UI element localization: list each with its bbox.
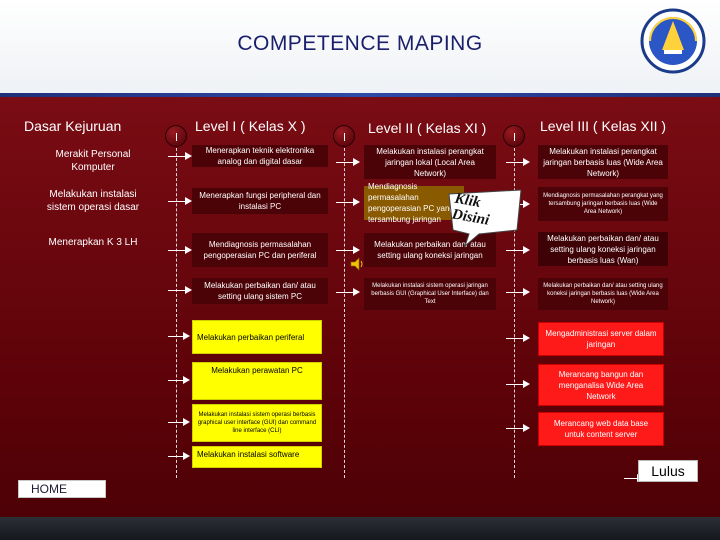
- level1-box-4: Melakukan perbaikan dan/ atau setting ul…: [192, 278, 328, 304]
- level1-box-3: Mendiagnosis permasalahan pengoperasian …: [192, 233, 328, 267]
- header-separator: [0, 93, 720, 97]
- level1-box-2: Menerapkan fungsi peripheral dan instala…: [192, 188, 328, 214]
- level3-box-5: Mengadministrasi server dalam jaringan: [538, 322, 664, 356]
- arrow-connector: [506, 334, 530, 342]
- column-header-level3: Level III ( Kelas XII ): [540, 118, 667, 134]
- column-header-dasar: Dasar Kejuruan: [24, 118, 122, 134]
- arrow-connector: [506, 288, 530, 296]
- level1-circle-icon: [165, 125, 187, 147]
- arrow-connector: [336, 158, 360, 166]
- footer-band: [0, 517, 720, 540]
- level1-box-1: Menerapkan teknik elektronika analog dan…: [192, 145, 328, 167]
- timeline-line-level3: [514, 148, 515, 478]
- klik-disini-button[interactable]: Klik Disini: [445, 186, 525, 248]
- lulus-label: Lulus: [638, 460, 698, 482]
- arrow-connector: [168, 197, 192, 205]
- arrow-connector: [506, 380, 530, 388]
- logo-emblem-icon: [636, 6, 710, 76]
- column-header-level2: Level II ( Kelas XI ): [368, 120, 487, 136]
- level1-box-5: Melakukan perbaikan periferal: [192, 320, 322, 354]
- timeline-line-level2: [344, 148, 345, 478]
- arrow-connector: [168, 286, 192, 294]
- arrow-connector: [168, 418, 190, 426]
- level2-box-2: Mendiagnosis permasalahan pengoperasian …: [364, 182, 464, 224]
- arrow-connector: [168, 152, 192, 160]
- level3-box-7: Merancang web data base untuk content se…: [538, 412, 664, 446]
- arrow-connector: [168, 246, 192, 254]
- arrow-connector: [506, 424, 530, 432]
- arrow-connector: [506, 158, 530, 166]
- timeline-line-level1: [176, 148, 177, 478]
- level1-box-7: Melakukan instalasi sistem operasi berba…: [192, 404, 322, 442]
- dasar-item-k3lh: Menerapkan K 3 LH: [48, 237, 138, 248]
- home-button[interactable]: HOME: [18, 480, 106, 498]
- level2-circle-icon: [333, 125, 355, 147]
- arrow-connector: [336, 246, 360, 254]
- dasar-item-instalasi-os: Melakukan instalasi sistem operasi dasar: [46, 189, 140, 213]
- arrow-connector: [168, 376, 190, 384]
- page-title: COMPETENCE MAPING: [237, 32, 483, 55]
- level2-box-4: Melakukan instalasi sistem operasi jarin…: [364, 278, 496, 310]
- level3-circle-icon: [503, 125, 525, 147]
- level2-box-1: Melakukan instalasi perangkat jaringan l…: [364, 145, 496, 179]
- arrow-connector: [336, 198, 360, 206]
- level3-box-6: Merancang bangun dan menganalisa Wide Ar…: [538, 364, 664, 406]
- arrow-connector: [336, 288, 360, 296]
- arrow-connector: [168, 452, 190, 460]
- header: [0, 0, 720, 95]
- level3-box-3: Melakukan perbaikan dan/ atau setting ul…: [538, 232, 668, 266]
- level3-box-4: Melakukan perbaikan dan/ atau setting ul…: [538, 278, 668, 310]
- arrow-connector: [168, 332, 190, 340]
- arrow-connector: [506, 246, 530, 254]
- dasar-item-merakit-pc: Merakit Personal Komputer: [55, 149, 131, 173]
- level3-box-1: Melakukan instalasi perangkat jaringan b…: [538, 145, 668, 179]
- level3-box-2: Mendiagnosis permasalahan perangkat yang…: [538, 187, 668, 221]
- speaker-icon[interactable]: [349, 256, 365, 275]
- level1-box-8: Melakukan instalasi software: [192, 446, 322, 468]
- column-header-level1: Level I ( Kelas X ): [195, 118, 306, 134]
- level1-box-6: Melakukan perawatan PC: [192, 362, 322, 400]
